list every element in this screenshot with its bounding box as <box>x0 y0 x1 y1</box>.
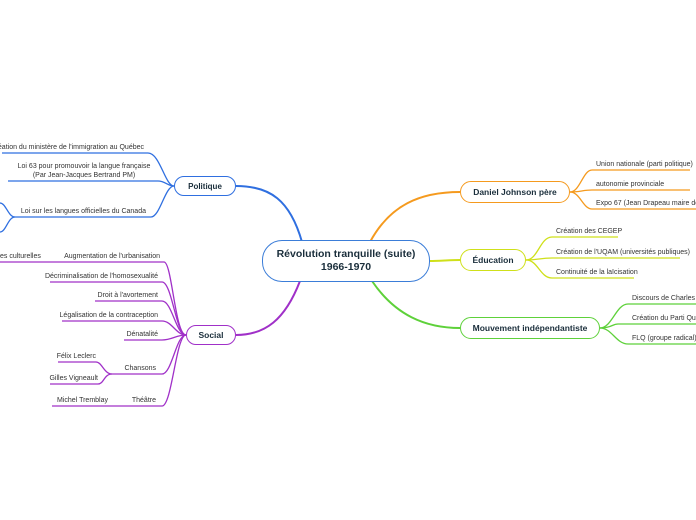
connector-politique <box>235 185 303 243</box>
leaf-discours[interactable]: Discours de Charles de <box>632 295 696 302</box>
connector-immigration <box>147 152 175 187</box>
leaf-vigneault[interactable]: Gilles Vigneault <box>49 375 98 382</box>
leaf-immigration[interactable]: Création du ministère de l'immigration a… <box>0 144 144 151</box>
leaf-avortement[interactable]: Droit à l'avortement <box>97 292 158 299</box>
node-johnson[interactable]: Daniel Johnson père <box>460 181 570 203</box>
connector-flq <box>599 327 629 345</box>
leaf-loi63-line2: (Par Jean-Jacques Bertrand PM) <box>32 172 136 179</box>
connector-education <box>429 259 461 262</box>
node-education-label: Éducation <box>472 255 514 265</box>
node-social[interactable]: Social <box>186 325 236 345</box>
leaf-tremblay[interactable]: Michel Tremblay <box>57 397 108 404</box>
leaf-langues[interactable]: Loi sur les langues officielles du Canad… <box>20 208 146 215</box>
central-topic-title: Révolution tranquille (suite) <box>276 248 416 260</box>
leaf-homosexualite[interactable]: Décriminalisation de l'homosexualité <box>44 273 158 280</box>
node-politique[interactable]: Politique <box>174 176 236 196</box>
node-politique-label: Politique <box>188 181 222 191</box>
node-education[interactable]: Éducation <box>460 249 526 271</box>
node-social-label: Social <box>198 330 224 340</box>
connector-union <box>569 169 593 193</box>
leaf-culturelles[interactable]: es culturelles <box>0 253 41 260</box>
leaf-loi63-line1[interactable]: Loi 63 pour promouvoir la langue françai… <box>17 163 151 170</box>
central-topic-dates: 1966-1970 <box>320 261 372 273</box>
connector-langues-sub2 <box>0 216 16 233</box>
connector-urbanisation <box>163 261 187 336</box>
leaf-theatre[interactable]: Théâtre <box>131 397 156 404</box>
leaf-cegep[interactable]: Création des CEGEP <box>556 228 623 235</box>
connector-parti <box>599 323 619 329</box>
node-independantiste-label: Mouvement indépendantiste <box>472 323 588 333</box>
connector-vigneault <box>97 373 113 385</box>
leaf-contraception[interactable]: Légalisation de la contraception <box>59 312 158 319</box>
connector-langues-sub1 <box>0 202 16 218</box>
leaf-expo[interactable]: Expo 67 (Jean Drapeau maire de Mtl) <box>596 200 696 207</box>
leaf-autonomie[interactable]: autonomie provinciale <box>596 181 665 188</box>
node-independantiste[interactable]: Mouvement indépendantiste <box>460 317 600 339</box>
connector-social <box>235 280 301 336</box>
leaf-leclerc[interactable]: Félix Leclerc <box>56 353 96 360</box>
node-johnson-label: Daniel Johnson père <box>473 187 557 197</box>
connector-theatre <box>161 334 187 407</box>
leaf-uqam[interactable]: Création de l'UQAM (universités publique… <box>556 249 691 256</box>
leaf-parti[interactable]: Création du Parti Québé <box>632 315 696 322</box>
connector-cegep <box>525 236 553 261</box>
connector-homosexualite <box>161 281 187 336</box>
connector-loi63 <box>157 180 175 187</box>
connector-leclerc <box>95 361 113 375</box>
leaf-union[interactable]: Union nationale (parti politique) <box>596 161 693 168</box>
central-topic[interactable]: Révolution tranquille (suite) 1966-1970 <box>262 240 430 282</box>
leaf-laicisation[interactable]: Continuité de la laïcisation <box>556 269 638 276</box>
leaf-denatalite[interactable]: Dénatalité <box>126 331 158 338</box>
connector-expo <box>569 191 593 210</box>
connector-langues <box>150 185 175 218</box>
connector-independantiste <box>371 280 461 329</box>
leaf-chansons[interactable]: Chansons <box>124 365 156 372</box>
connector-laicisation <box>525 259 553 279</box>
leaf-flq[interactable]: FLQ (groupe radical) <box>632 335 696 342</box>
connector-johnson <box>369 191 461 243</box>
leaf-urbanisation[interactable]: Augmentation de l'urbanisation <box>64 253 160 260</box>
